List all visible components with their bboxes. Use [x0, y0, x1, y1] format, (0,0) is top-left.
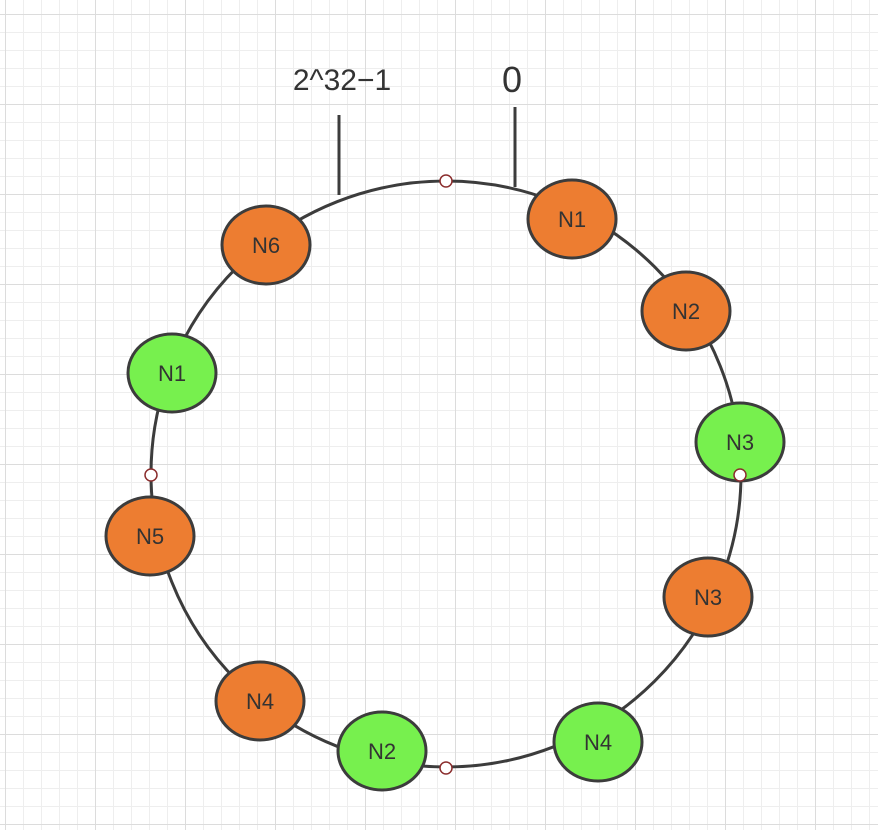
- node-label: N4: [584, 730, 612, 755]
- node-n5-orange: N5: [104, 495, 196, 577]
- node-label: N6: [252, 233, 280, 258]
- node-shape: [336, 710, 428, 792]
- node-n6-orange: N6: [220, 204, 312, 286]
- node-n4-green: N4: [552, 701, 644, 783]
- node-shape: [640, 270, 732, 352]
- node-n2-green: N2: [336, 710, 428, 792]
- node-shape: [662, 556, 754, 638]
- ring-point-left: [144, 468, 158, 482]
- node-shape: [104, 495, 196, 577]
- node-label: N1: [158, 361, 186, 386]
- node-label: N2: [672, 299, 700, 324]
- max-value-label: 2^32−1: [293, 64, 391, 97]
- node-label: N2: [368, 739, 396, 764]
- node-label: N1: [558, 207, 586, 232]
- node-label: N4: [246, 689, 274, 714]
- node-label: N3: [694, 585, 722, 610]
- node-n1-orange: N1: [526, 178, 618, 260]
- node-n2-orange: N2: [640, 270, 732, 352]
- node-shape: [552, 701, 644, 783]
- node-n4-orange: N4: [214, 660, 306, 742]
- node-shape: [220, 204, 312, 286]
- node-n3-green: N3: [694, 401, 786, 483]
- node-label: N3: [726, 430, 754, 455]
- node-n1-green: N1: [126, 332, 218, 414]
- ring-point-top: [439, 174, 453, 188]
- node-n3-orange: N3: [662, 556, 754, 638]
- node-shape: [214, 660, 306, 742]
- node-shape: [126, 332, 218, 414]
- node-shape: [526, 178, 618, 260]
- ring-point-right: [733, 468, 747, 482]
- ring-point-bottom: [439, 761, 453, 775]
- zero-value-label: 0: [502, 59, 522, 100]
- node-label: N5: [136, 524, 164, 549]
